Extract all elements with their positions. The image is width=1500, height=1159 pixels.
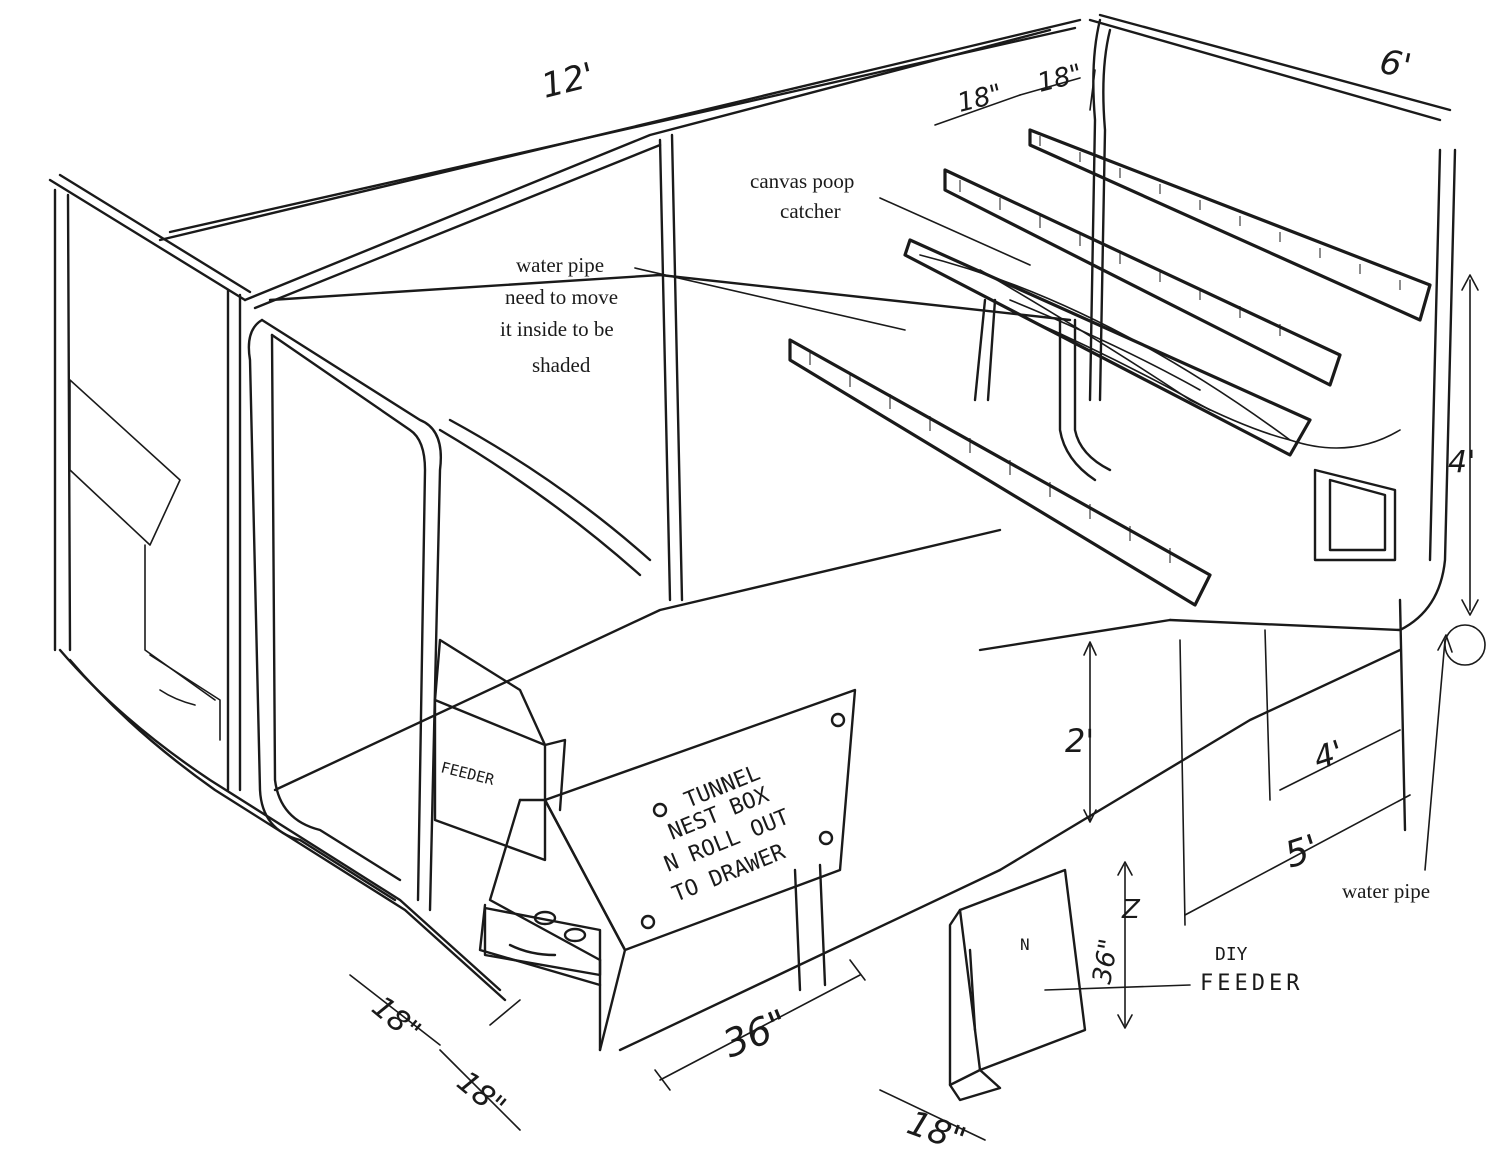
dim-feeder-z: Z bbox=[1121, 895, 1141, 925]
dim-depth-4ft: 4' bbox=[1309, 732, 1348, 777]
label-canvas-poop-catcher-1: canvas poop bbox=[750, 169, 854, 193]
label-feeder-small: FEEDER bbox=[439, 758, 497, 789]
label-water-pipe-4: shaded bbox=[532, 353, 591, 377]
label-feeder-mark: N bbox=[1020, 935, 1030, 954]
small-feeder bbox=[433, 638, 567, 862]
roost-bars bbox=[788, 128, 1432, 607]
dim-nest-depth: 18" bbox=[365, 989, 427, 1049]
dim-nest-width: 36" bbox=[717, 1001, 795, 1066]
diy-feeder-box bbox=[948, 868, 1087, 1102]
dim-roost-gap-b: 18" bbox=[1034, 59, 1085, 99]
roost-support bbox=[973, 298, 1112, 482]
dim-roost-gap-a: 18" bbox=[954, 79, 1005, 119]
dim-height-2ft: 2' bbox=[1065, 722, 1094, 760]
dim-height-4ft: 4' bbox=[1448, 445, 1475, 480]
dim-feeder-height: 36" bbox=[1087, 937, 1124, 987]
label-diy: DIY bbox=[1215, 944, 1248, 965]
dim-12ft: 12' bbox=[538, 55, 599, 107]
label-water-pipe-bottom: water pipe bbox=[1342, 879, 1430, 903]
dim-feeder-width: 18" bbox=[902, 1103, 971, 1159]
dim-6ft: 6' bbox=[1376, 42, 1415, 88]
frame-outline bbox=[48, 13, 1457, 1052]
roost-hatching bbox=[809, 136, 1401, 563]
left-wall-opening bbox=[69, 379, 221, 741]
poop-catcher bbox=[919, 254, 1401, 449]
label-canvas-poop-catcher-2: catcher bbox=[780, 199, 841, 223]
label-water-pipe-2: need to move bbox=[505, 285, 618, 309]
dimension-lines bbox=[349, 69, 1486, 1141]
label-diy-feeder: FEEDER bbox=[1200, 971, 1303, 996]
label-water-pipe-3: it inside to be bbox=[500, 317, 614, 341]
dim-depth-5ft: 5' bbox=[1280, 827, 1324, 876]
nest-drawer bbox=[483, 906, 602, 977]
nest-box bbox=[478, 688, 857, 1052]
dim-nest-height: 18" bbox=[450, 1064, 512, 1124]
label-water-pipe-1: water pipe bbox=[516, 253, 604, 277]
